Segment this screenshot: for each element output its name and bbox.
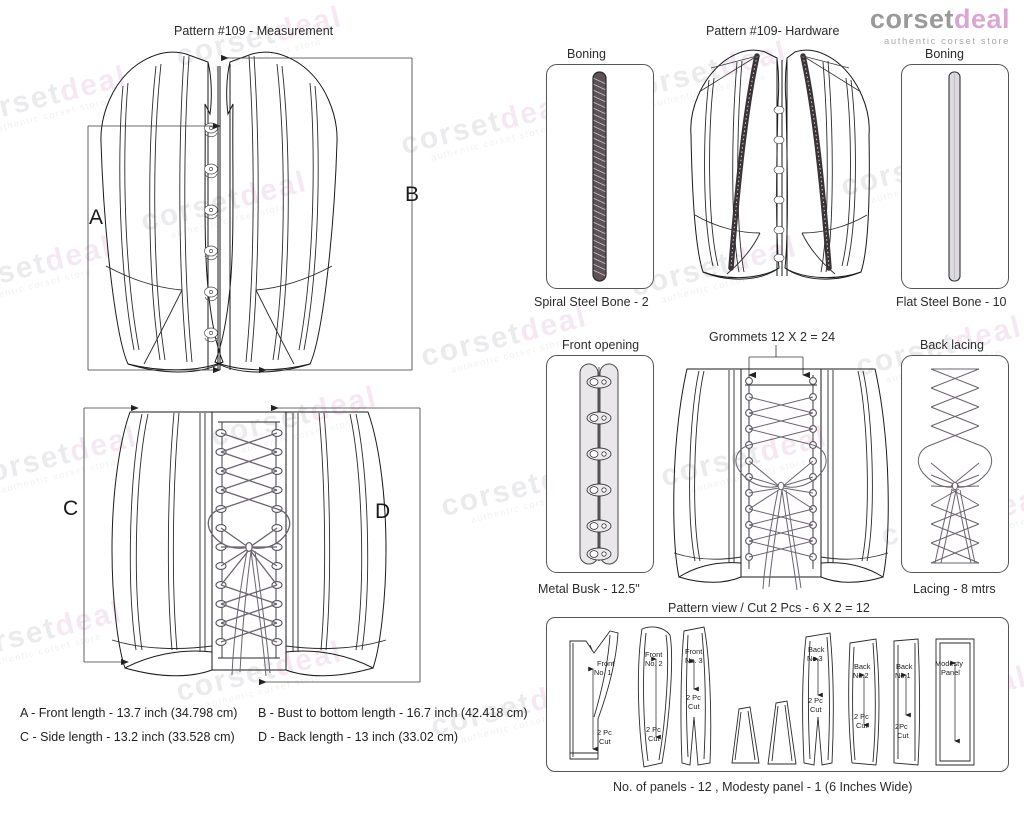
legend-item-c: C - Side length - 13.2 inch (33.528 cm) [20,730,235,744]
logo-secondary-text: deal [953,4,1010,34]
pattern-view-title: Pattern view / Cut 2 Pcs - 6 X 2 = 12 [668,601,870,615]
brand-logo: corsetdeal authentic corset store [870,6,1010,48]
grommets-title: Grommets 12 X 2 = 24 [709,330,836,344]
piece-cut-front-2-line2: Cut [648,734,660,743]
legend-item-d: D - Back length - 13 inch (33.02 cm) [258,730,459,744]
flat-steel-bone-caption: Flat Steel Bone - 10 [896,295,1007,309]
back-lacing-box-title: Back lacing [920,338,984,352]
pattern-view-footer: No. of panels - 12 , Modesty panel - 1 (… [613,780,913,794]
metal-busk-caption: Metal Busk - 12.5" [538,582,640,596]
spiral-steel-bone-illustration [592,71,607,282]
piece-label-back-2-no: No.2 [853,671,869,680]
watermark-primary: corset [0,436,75,494]
piece-label-back-1-no: No.1 [895,671,911,680]
watermark-primary: corset [0,76,65,134]
piece-label-front-3-no: No. 3 [685,656,703,665]
watermark-primary: corset [0,246,50,304]
dimension-label-a: A [89,206,104,229]
dimension-label-d: D [375,500,391,523]
flat-steel-bone-illustration [948,71,961,282]
watermark-primary: corset [0,611,60,669]
measurement-section-title: Pattern #109 - Measurement [174,24,334,38]
front-opening-box-title: Front opening [562,338,640,352]
spiral-steel-bone-caption: Spiral Steel Bone - 2 [534,295,649,309]
piece-cut-back-3-line2: Cut [810,705,822,714]
piece-label-back-3-name: Back [808,645,825,654]
corset-boning-placement-diagram [690,49,870,280]
piece-label-modesty-name: Modesty [935,659,963,668]
piece-label-modesty-no: Panel [941,668,960,677]
dimension-label-c: C [63,497,79,520]
piece-cut-front-3-line2: Cut [688,702,700,711]
metal-busk-illustration [579,363,619,565]
logo-tagline: authentic corset store [883,36,1010,47]
legend-item-b: B - Bust to bottom length - 16.7 inch (4… [258,706,528,720]
piece-label-front-3-name: Front [685,647,703,656]
piece-cut-front-1-line2: Cut [599,737,611,746]
piece-label-front-1-no: No. 1 [594,668,612,677]
piece-cut-back-1-line1: 2Pc [895,722,908,731]
piece-label-back-2-name: Back [854,662,871,671]
piece-cut-front-1-line1: 2 Pc [597,728,612,737]
piece-label-back-3-no: No.3 [807,654,823,663]
corset-front-view-diagram [87,51,413,374]
dimension-label-b: B [405,183,420,206]
watermark-primary: corset [437,466,545,524]
corset-back-view-diagram [83,404,421,686]
piece-cut-back-2-line2: Cut [856,721,868,730]
logo-wordmark: corsetdeal [870,6,1010,33]
spiral-boning-box-title: Boning [567,47,606,61]
lacing-illustration [917,368,993,564]
pattern-pieces-illustration [569,626,975,768]
corset-grommets-diagram [673,345,889,591]
piece-label-front-2-no: No. 2 [645,659,663,668]
piece-label-front-1-name: Front [597,659,615,668]
logo-primary-text: corset [869,4,954,34]
hardware-section-title: Pattern #109- Hardware [706,24,840,38]
piece-label-front-2-name: Front [645,650,663,659]
legend-item-a: A - Front length - 13.7 inch (34.798 cm) [20,706,238,720]
piece-label-back-1-name: Back [896,662,913,671]
lacing-caption: Lacing - 8 mtrs [913,582,996,596]
piece-cut-front-3-line1: 2 Pc [686,693,701,702]
flat-boning-box-title: Boning [925,47,964,61]
piece-cut-back-1-line2: Cut [897,731,909,740]
piece-cut-back-3-line1: 2 Pc [808,696,823,705]
